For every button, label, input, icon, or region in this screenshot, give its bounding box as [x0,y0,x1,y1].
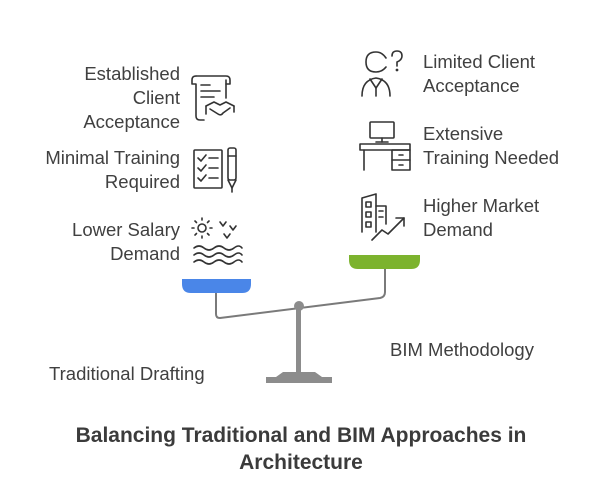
person-question-icon [358,48,412,100]
building-growth-icon [358,190,412,244]
label-line: Minimal Training [45,147,180,168]
left-side-label: Traditional Drafting [49,363,205,384]
label-line: Demand [110,243,180,264]
left-item-lower-salary-demand: Lower Salary Demand [72,218,180,266]
right-side-label: BIM Methodology [390,339,534,360]
label-line: Higher Market [423,195,540,216]
scale-post [296,308,301,374]
sun-waves-icon [190,214,244,266]
diagram-title: Balancing Traditional and BIM Approaches… [0,422,602,476]
label-line: Limited Client [423,51,536,72]
right-pan [349,255,420,269]
checklist-pen-icon [192,144,242,194]
label-line: Training Needed [423,147,560,168]
title-line: Architecture [239,451,363,474]
computer-desk-icon [358,120,412,174]
contract-handshake-icon [190,72,238,122]
label-line: Demand [423,219,493,240]
scale-base [266,377,332,383]
left-pan [182,279,251,293]
right-item-higher-market-demand: Higher Market Demand [423,194,539,242]
left-item-established-client-acceptance: Established Client Acceptance [83,62,180,134]
label-line: Extensive [423,123,504,144]
right-item-extensive-training-needed: Extensive Training Needed [423,122,559,170]
label-line: Acceptance [83,111,180,132]
scale-base-top [276,372,322,377]
left-item-minimal-training-required: Minimal Training Required [45,146,180,194]
label-line: Lower Salary [72,219,180,240]
title-line: Balancing Traditional and BIM Approaches… [75,424,527,447]
scale-pivot [294,301,304,311]
label-line: Established [84,63,180,84]
right-item-limited-client-acceptance: Limited Client Acceptance [423,50,535,98]
label-line: Acceptance [423,75,520,96]
label-line: Client [132,87,180,108]
label-line: Required [104,171,180,192]
